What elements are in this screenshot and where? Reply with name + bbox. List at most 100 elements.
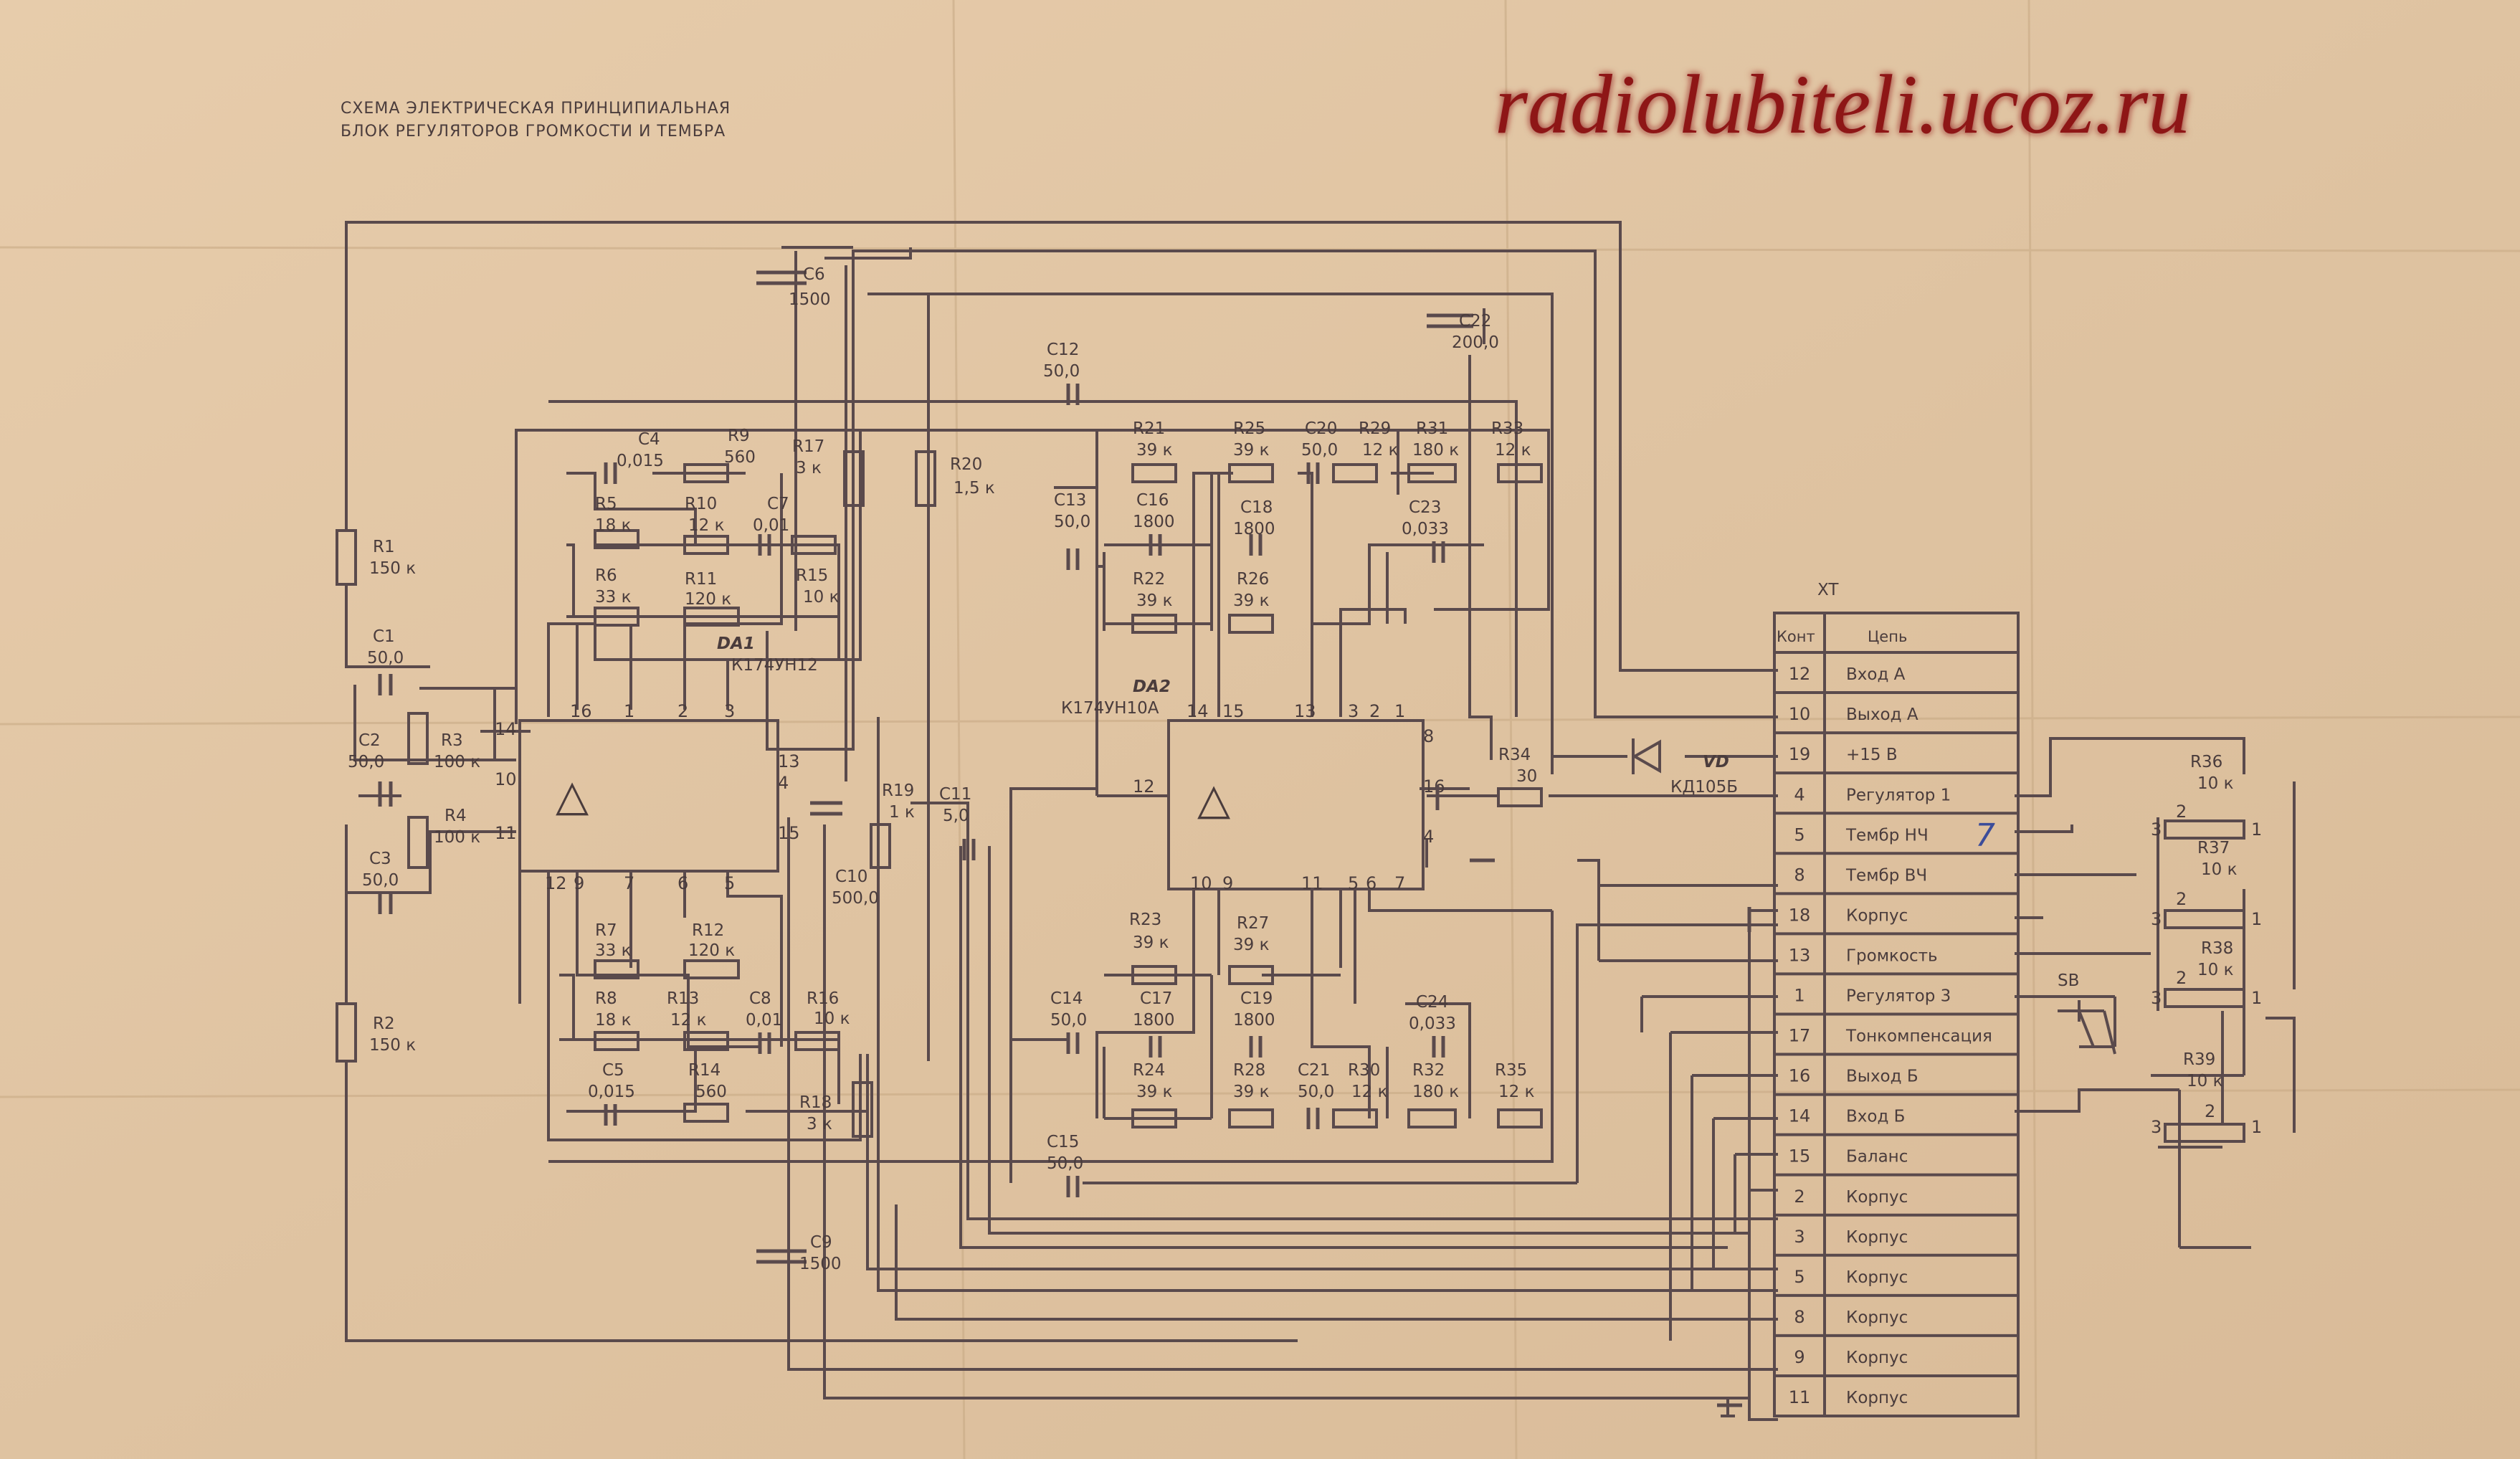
connector-col-circuit: Цепь	[1868, 628, 1907, 645]
pin-label: 6	[677, 873, 688, 893]
r30-ref: R30	[1348, 1061, 1380, 1080]
pin-label: 5	[724, 873, 735, 893]
pin-label: 1	[1394, 701, 1405, 721]
chip-da1: △ DA1 К174УН12	[518, 635, 818, 873]
r19-value: 1 к	[889, 803, 915, 822]
pin-label: 2	[2176, 968, 2187, 988]
r26-value: 39 к	[1233, 591, 1270, 610]
r31-value: 180 к	[1412, 441, 1459, 460]
connector-contact: 8	[1794, 1307, 1805, 1327]
connector-row: 9 Корпус	[1774, 1334, 2018, 1367]
pin-label: 1	[2251, 819, 2262, 840]
pin-label: 3	[1348, 701, 1359, 721]
c17-value: 1800	[1133, 1011, 1175, 1030]
pin-label: 14	[495, 719, 517, 739]
c10-value: 500,0	[832, 889, 879, 908]
r7-value: 33 к	[595, 941, 632, 960]
connector-contact: 1	[1794, 986, 1805, 1006]
pin-label: 2	[2176, 889, 2187, 909]
ground-symbols	[1435, 785, 1751, 1407]
c4-value: 0,015	[617, 452, 664, 470]
c8-value: 0,01	[746, 1011, 782, 1030]
c21-value: 50,0	[1298, 1083, 1334, 1101]
pin-label: 11	[1301, 873, 1323, 893]
r3-ref: R3	[441, 731, 463, 750]
r21-value: 39 к	[1136, 441, 1173, 460]
component-labels: R1 150 к R2 150 к R3 100 к R4 100 к C1 5…	[348, 265, 2238, 1273]
pin-label: 11	[495, 823, 517, 843]
connector-contact: 13	[1789, 945, 1811, 965]
pin-label: 1	[2251, 909, 2262, 929]
connector-contact: 5	[1794, 1267, 1805, 1287]
r33-value: 12 к	[1495, 441, 1531, 460]
r20-ref: R20	[950, 455, 982, 474]
r29-value: 12 к	[1362, 441, 1399, 460]
r7-ref: R7	[595, 921, 617, 940]
r32-ref: R32	[1412, 1061, 1445, 1080]
r16-ref: R16	[807, 989, 839, 1008]
pin-label: 9	[1222, 873, 1233, 893]
header-line-2: БЛОК РЕГУЛЯТОРОВ ГРОМКОСТИ И ТЕМБРА	[341, 123, 726, 141]
pin-label: 13	[778, 751, 800, 771]
r13-ref: R13	[667, 989, 699, 1008]
c3-ref: C3	[369, 850, 391, 868]
connector-contact: 12	[1789, 664, 1811, 684]
r4-value: 100 к	[434, 828, 480, 847]
c19-ref: C19	[1240, 989, 1273, 1008]
pin-label: 14	[1187, 701, 1209, 721]
connector-circuit: Вход Б	[1846, 1108, 1905, 1126]
c1-value: 50,0	[367, 649, 404, 667]
c14-value: 50,0	[1050, 1011, 1087, 1030]
connector-circuit: Регулятор 3	[1846, 987, 1951, 1006]
r28-ref: R28	[1233, 1061, 1265, 1080]
schematic-header: СХЕМА ЭЛЕКТРИЧЕСКАЯ ПРИНЦИПИАЛЬНАЯ БЛОК …	[341, 100, 731, 141]
r36-ref: R36	[2190, 753, 2222, 771]
r10-ref: R10	[685, 495, 717, 513]
c8-ref: C8	[749, 989, 771, 1008]
r39-value: 10 к	[2187, 1072, 2223, 1090]
r6-ref: R6	[595, 566, 617, 585]
connector-circuit: Вход А	[1846, 665, 1906, 684]
header-line-1: СХЕМА ЭЛЕКТРИЧЕСКАЯ ПРИНЦИПИАЛЬНАЯ	[341, 100, 731, 118]
connector-circuit: Корпус	[1846, 906, 1908, 925]
connector-circuit: Тембр ВЧ	[1845, 866, 1927, 885]
r5-ref: R5	[595, 495, 617, 513]
r11-value: 120 к	[685, 590, 731, 609]
pin-label: 9	[574, 873, 584, 893]
sb-ref: SB	[2058, 971, 2079, 990]
c22-ref: C22	[1459, 312, 1491, 331]
pin-label: 16	[1423, 776, 1445, 797]
r4-ref: R4	[444, 807, 467, 825]
pot-pin-labels: 2 3 1 2 3 1 2 3 1 3 2 1	[2151, 802, 2262, 1137]
r2-value: 150 к	[369, 1036, 416, 1055]
r11-ref: R11	[685, 570, 717, 589]
c2-value: 50,0	[348, 753, 384, 771]
pin-label: 10	[1190, 873, 1212, 893]
capacitor-plates	[378, 270, 1473, 1264]
c1-ref: C1	[373, 627, 395, 646]
c9-value: 1500	[799, 1255, 842, 1273]
connector-circuit: Корпус	[1846, 1349, 1908, 1367]
r25-ref: R25	[1233, 419, 1265, 438]
r32-value: 180 к	[1412, 1083, 1459, 1101]
r24-value: 39 к	[1136, 1083, 1173, 1101]
pin-label: 12	[545, 873, 567, 893]
connector-contact: 9	[1794, 1347, 1805, 1367]
r12-ref: R12	[692, 921, 724, 940]
c12-ref: C12	[1047, 341, 1079, 359]
connector-contact: 17	[1789, 1026, 1811, 1046]
r6-value: 33 к	[595, 588, 632, 607]
r26-ref: R26	[1237, 570, 1269, 589]
c10-ref: C10	[835, 868, 867, 886]
connector-contact: 15	[1789, 1146, 1811, 1166]
c3-value: 50,0	[362, 871, 399, 890]
